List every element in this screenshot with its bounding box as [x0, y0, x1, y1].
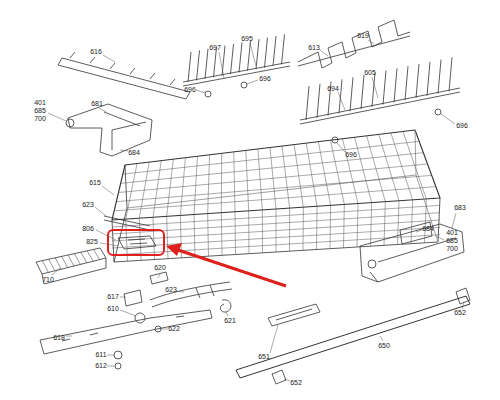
wire-stroke [121, 153, 424, 184]
wire-stroke [81, 252, 87, 263]
wire-stroke [42, 261, 48, 273]
callout-number: 611 [95, 351, 106, 359]
wire-stroke [248, 41, 251, 71]
callout-number: 652 [454, 309, 466, 317]
callout-number: 700 [446, 245, 458, 253]
callout-number: 610 [107, 305, 119, 313]
callout-number: 652 [290, 379, 302, 387]
wire-stroke [112, 205, 440, 227]
callout-number: 710 [42, 276, 54, 284]
wire-stroke [438, 60, 441, 94]
callout-number: 696 [345, 151, 357, 159]
wire-stroke [205, 49, 208, 79]
callout-number: 651 [258, 353, 270, 361]
callout-number: 681 [91, 100, 103, 108]
callout-number: 401 [446, 229, 458, 237]
wire-stroke [197, 50, 200, 80]
callout-number: 695 [241, 35, 253, 43]
wire-stroke [256, 39, 259, 69]
callout-number: 605 [364, 69, 376, 77]
wire-stroke [449, 57, 452, 91]
callout-number: 623 [82, 201, 94, 209]
callout-number: 621 [224, 317, 236, 325]
wire-stroke [405, 66, 408, 100]
wire-stroke [239, 42, 242, 72]
callout-number: 622 [168, 325, 180, 333]
wire-stroke [231, 44, 234, 74]
callout-number: 616 [90, 48, 102, 56]
callout-number: 619 [357, 32, 369, 40]
wire-stroke [116, 175, 431, 201]
callout-number: 696 [456, 122, 468, 130]
wire-stroke [119, 164, 428, 193]
wire-stroke [68, 255, 74, 266]
wire-stroke [317, 84, 320, 118]
callout-number: 615 [89, 179, 101, 187]
callout-number: 696 [184, 86, 196, 94]
wire-stroke [427, 62, 430, 96]
callout-number: 617 [107, 293, 119, 301]
wire-stroke [114, 187, 436, 211]
wire-stroke [416, 64, 419, 98]
wire-stroke [188, 52, 191, 82]
wire-stroke [62, 256, 68, 267]
callout-number: 806 [82, 225, 94, 233]
callout-number: 623 [165, 286, 177, 294]
wire-stroke [87, 251, 93, 261]
wire-stroke [383, 71, 386, 105]
wire-stroke [265, 38, 268, 68]
callout-number: 700 [34, 115, 46, 123]
wire-stroke [49, 259, 55, 271]
callout-number: 685 [446, 237, 458, 245]
wire-stroke [350, 77, 353, 111]
wire-stroke [55, 258, 61, 269]
callout-number: 694 [327, 85, 339, 93]
callout-number: 650 [378, 342, 390, 350]
wire-stroke [361, 75, 364, 109]
callout-number: 683 [454, 204, 466, 212]
wire-stroke [282, 34, 285, 64]
callout-number: 684 [422, 225, 434, 233]
wire-stroke [394, 68, 397, 102]
callout-number: 620 [154, 264, 166, 272]
callout-number: 697 [209, 44, 221, 52]
wire-stroke [306, 86, 309, 120]
wire-stroke [94, 249, 100, 259]
callout-number: 401 [34, 99, 46, 107]
callout-number: 618 [53, 334, 65, 342]
wire-stroke [273, 36, 276, 66]
callout-number: 613 [308, 44, 320, 52]
callout-number: 685 [34, 107, 46, 115]
callout-number: 696 [259, 75, 271, 83]
wire-stroke [214, 47, 217, 77]
callout-number: 825 [86, 238, 98, 246]
callout-number: 612 [95, 362, 107, 370]
callout-number: 684 [128, 149, 140, 157]
wire-stroke [74, 254, 80, 265]
